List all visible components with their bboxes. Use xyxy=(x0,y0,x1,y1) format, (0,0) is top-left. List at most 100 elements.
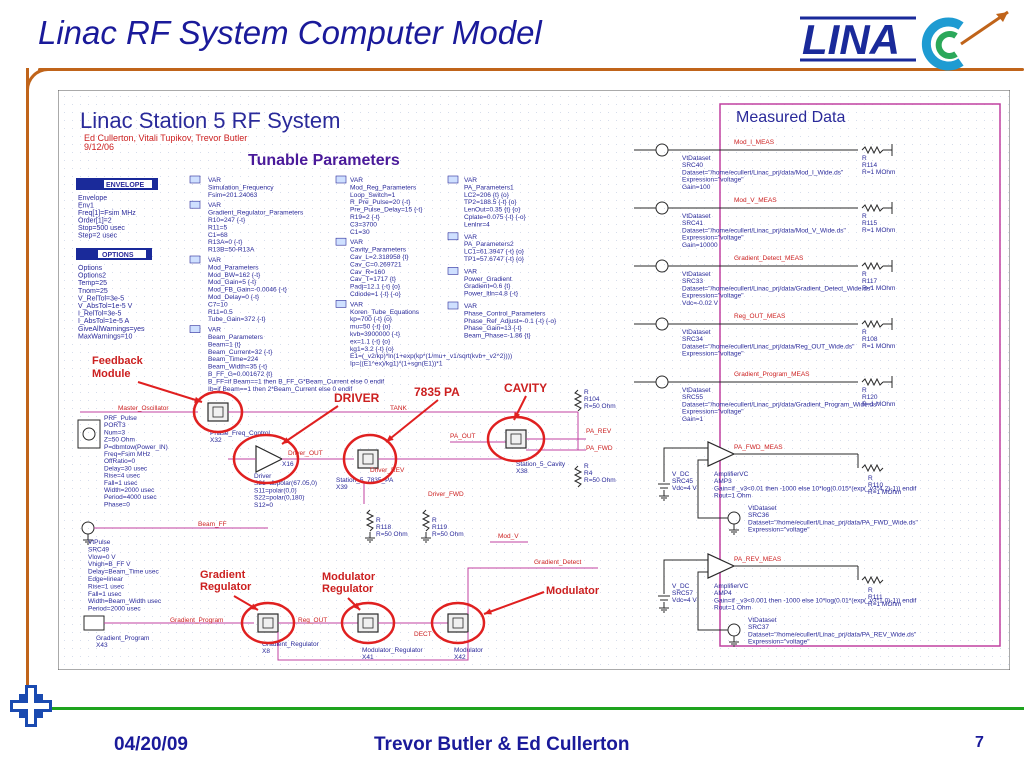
options-line: Temp=25 xyxy=(78,280,107,287)
measured-wire-label: Gradient_Detect_MEAS xyxy=(734,255,804,262)
pulse-port-line: PORT3 xyxy=(104,422,126,429)
modulator-callout: Modulator xyxy=(546,585,600,597)
modulator-regulator-block xyxy=(357,613,379,633)
r119-line: R119 xyxy=(432,524,447,531)
var-col2-1-line: Padj=12.1 {-t} {o} xyxy=(350,284,401,291)
var-col2-2-line: Koren_Tube_Equations xyxy=(350,309,420,316)
pa-block xyxy=(357,449,379,469)
var-col1-0-line: Fsim=201.24063 xyxy=(208,192,258,199)
measured-res-1-line: R=1 MOhm xyxy=(862,227,895,234)
tank-label: TANK xyxy=(390,405,408,412)
var-col1-1-line: R13B=50-R13A xyxy=(208,247,255,254)
measured-src-3-line: Expression="voltage" xyxy=(682,351,744,358)
r118-line: R118 xyxy=(376,524,391,531)
pulse-port-line: Z=50 Ohm xyxy=(104,437,135,444)
measured-src-0-line: Dataset="/home/ecullert/Linac_prj/data/M… xyxy=(682,169,844,176)
var-icon xyxy=(335,300,347,308)
amp-res-0-line: R xyxy=(868,475,873,482)
measured-resistor xyxy=(861,203,884,213)
var-col2-0-line: R_Pre_Pulse=20 {-t} xyxy=(350,199,411,206)
measured-res-3-line: R xyxy=(862,329,867,336)
amp-src-0-line: Expression="voltage" xyxy=(748,527,810,534)
var-icon xyxy=(189,325,201,333)
r4-symbol xyxy=(573,465,583,488)
modulator-regulator-block-inner xyxy=(362,617,374,629)
measured-src-2-line: Expression="voltage" xyxy=(682,293,744,300)
var-col3-2-line: Gradient=0.6 {t} xyxy=(464,283,511,290)
measured-title: Measured Data xyxy=(736,109,845,126)
vtpulse-line: Period=2000 usec xyxy=(88,606,141,613)
var-col1-1-line: R10=247 {-t} xyxy=(208,217,246,224)
var-col3-1-line: TP1=57.6747 {-t} {o} xyxy=(464,256,525,263)
var-col3-3-line: VAR xyxy=(464,303,477,310)
cavity-text-line: Station_5_Cavity xyxy=(516,461,566,468)
r104-line: R104 xyxy=(584,396,600,403)
measured-src-1-line: SRC41 xyxy=(682,220,703,227)
pulse-port-line: Fall=1 usec xyxy=(104,480,138,487)
r118-line: R=50 Ohm xyxy=(376,531,408,538)
measured-wire-label: Gradient_Program_MEAS xyxy=(734,371,810,378)
var-col2-0-line: Pre_Pulse_Delay=15 {-t} xyxy=(350,207,423,214)
vtpulse-line: VtPulse xyxy=(88,539,111,546)
driver-sparams-line: S11=polar(0,0) xyxy=(254,487,297,494)
var-col1-0-line: Simulation_Frequency xyxy=(208,184,274,191)
measured-src-0-line: SRC40 xyxy=(682,162,703,169)
pa-arrow xyxy=(385,399,439,443)
var-icon xyxy=(189,255,201,264)
pulse-port-symbol xyxy=(77,419,101,449)
pa-rev-label: PA_REV xyxy=(586,428,612,435)
vdc-0-line: SRC45 xyxy=(672,478,693,485)
var-col1-3-line: Beam_Time=224 xyxy=(208,356,258,363)
var-col3-2-line: Power_ltln=4.8 {-t} xyxy=(464,291,519,298)
var-col2-2-line: E1=(_v2/kp)*ln(1+exp(kp*(1/mu+_v1/sqrt(k… xyxy=(350,353,512,360)
feedback-callout: Feedback xyxy=(92,355,144,367)
measured-src-3-line: SRC34 xyxy=(682,336,703,343)
gradient-callout: Regulator xyxy=(200,581,252,593)
var-col3-0-line: Cplate=0.075 {-t} {-o} xyxy=(464,214,527,221)
var-col2-2-line: kp=700 {-t} {o} xyxy=(350,316,393,323)
var-col1-2-line: R11=0.5 xyxy=(208,309,233,316)
driver-fwd-label: Driver_FWD xyxy=(428,491,464,498)
pa-text-line: X39 xyxy=(336,484,348,491)
var-col2-2-line: kg1=3.2 {-t} {o} xyxy=(350,346,395,353)
vtpulse-line: Vlow=0 V xyxy=(88,554,116,561)
modulator-regulator-text-line: X41 xyxy=(362,654,374,661)
var-col1-2-line: Mod_BW=162 {-t} xyxy=(208,272,261,279)
driver-arrow xyxy=(281,405,339,445)
amp-0-line: Rout=1 Ohm xyxy=(714,493,751,500)
amp-res-1-line: R=1 MOhm xyxy=(868,601,901,608)
vtpulse-line: SRC49 xyxy=(88,546,109,553)
pa-arrow-head xyxy=(386,434,394,442)
linac-logo: LINA xyxy=(800,10,1009,71)
amp-src-0-line: Dataset="/home/ecullert/Linac_prj/data/P… xyxy=(748,519,918,526)
var-col1-3-line: Beam_Parameters xyxy=(208,334,264,341)
modulator-arrow-head xyxy=(484,608,492,615)
mod-v-label: Mod_V xyxy=(498,533,519,540)
var-col3-0-line: TP2=188.5 {-t} {o} xyxy=(464,199,517,206)
amp-wire-label: PA_REV_MEAS xyxy=(734,556,782,563)
options-line: Options2 xyxy=(78,273,106,280)
measured-res-4-line: R xyxy=(862,387,867,394)
var-col1-1-line: Gradient_Regulator_Parameters xyxy=(208,210,304,217)
pa-fwd-label: PA_FWD xyxy=(586,445,613,452)
measured-src-3-line: VtDataset xyxy=(682,329,711,336)
options-line: V_RelTol=3e-5 xyxy=(78,295,124,302)
var-col1-1-line: R13A=0 {-t} xyxy=(208,239,243,246)
amp-symbol xyxy=(707,441,736,467)
gradient-program-block xyxy=(83,615,105,631)
modulator-text-line: Modulator xyxy=(454,647,484,654)
measured-res-1-line: R115 xyxy=(862,220,877,227)
var-col2-0-line: R19=2 {-t} xyxy=(350,214,381,221)
modulator-highlight xyxy=(430,601,486,645)
var-col2-1-line: Cav_T=1717 {t} xyxy=(350,276,397,283)
measured-res-2-line: R117 xyxy=(862,278,877,285)
options-line: I_AbsTol=1e-5 A xyxy=(78,318,130,325)
r104-symbol xyxy=(573,389,583,412)
cavity-callout: CAVITY xyxy=(504,381,547,395)
modulator-feedback-wire xyxy=(467,567,598,614)
driver-sparams-line: S12=0 xyxy=(254,502,273,509)
envelope-line: Envelope xyxy=(78,195,107,202)
measured-src-4-line: Dataset="/home/ecullert/Linac_prj/data/G… xyxy=(682,401,879,408)
cavity-block-inner xyxy=(510,433,522,445)
phase-freq-block-inner xyxy=(212,406,224,418)
